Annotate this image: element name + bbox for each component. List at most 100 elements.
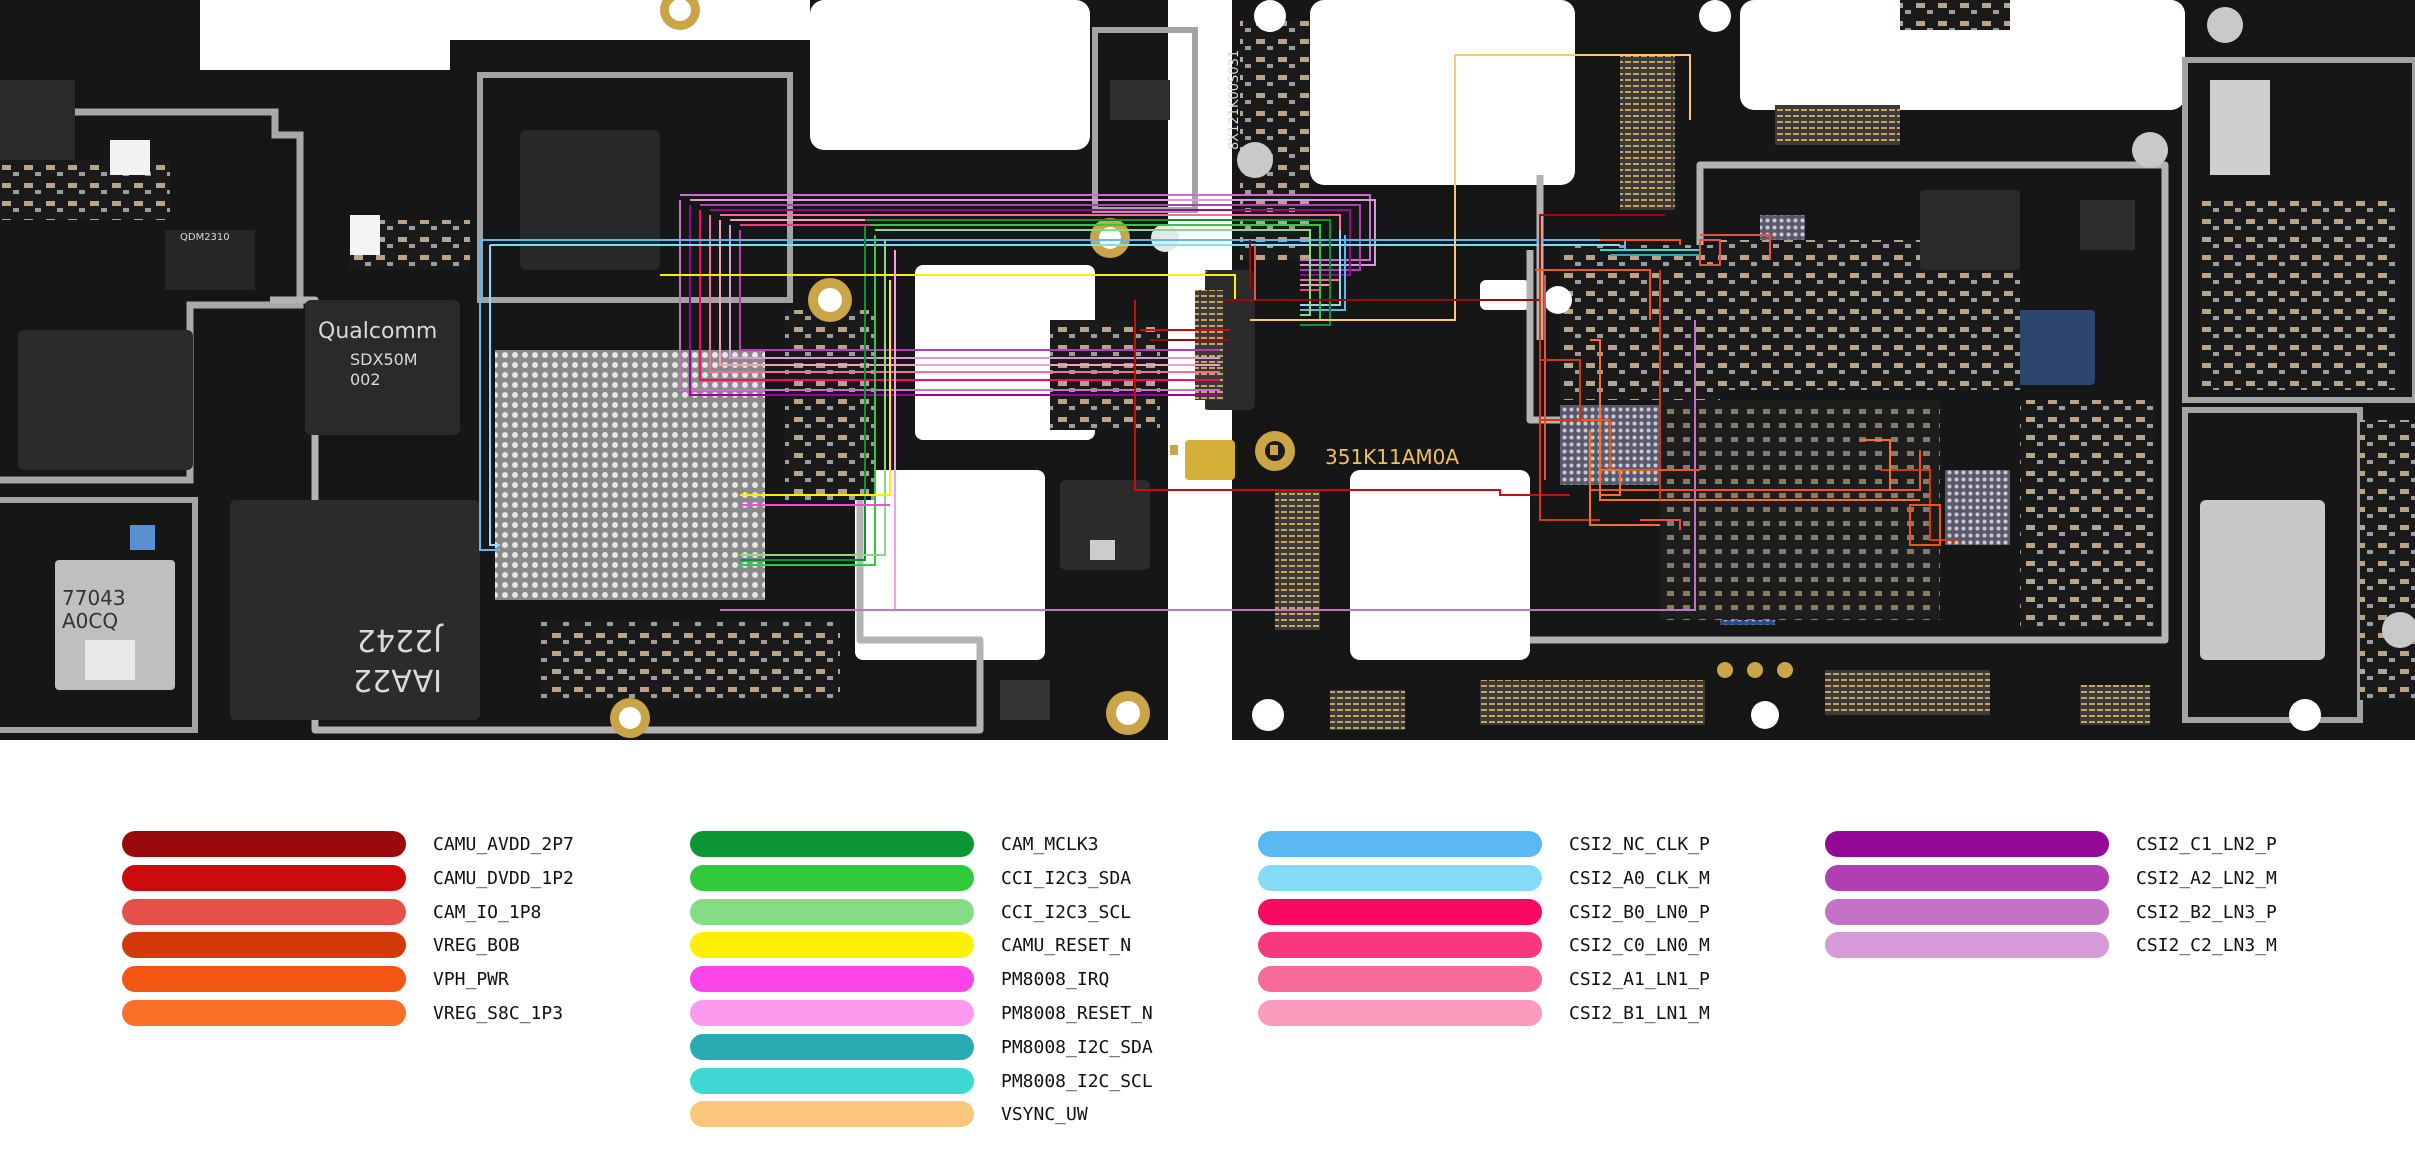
legend-item: CCI_I2C3_SDA: [690, 864, 1250, 892]
legend-item: CSI2_A0_CLK_M: [1258, 864, 1818, 892]
legend-label: CSI2_A0_CLK_M: [1569, 867, 1710, 889]
legend-label: CSI2_B2_LN3_P: [2136, 901, 2277, 923]
legend-item: VREG_S8C_1P3: [122, 999, 682, 1027]
legend-label: PM8008_RESET_N: [1001, 1002, 1153, 1024]
chip-left: [18, 330, 193, 470]
legend-item: CSI2_NC_CLK_P: [1258, 830, 1818, 858]
legend-item: CSI2_A2_LN2_M: [1825, 864, 2385, 892]
legend-swatch: [1825, 932, 2109, 958]
memory-chip: [230, 500, 480, 720]
legend-label: CCI_I2C3_SDA: [1001, 867, 1132, 889]
board-silkscreen-label: 351K11AM0A: [1325, 445, 1459, 469]
legend-label: CSI2_A1_LN1_P: [1569, 968, 1710, 990]
pcb-board-photo: Qualcomm SDX50M 002 J2242 IAA22 77043 A0…: [0, 0, 2415, 752]
legend-swatch: [1258, 932, 1542, 958]
legend-swatch: [122, 831, 406, 857]
legend-swatch: [690, 899, 974, 925]
legend-swatch: [1258, 1000, 1542, 1026]
legend-item: VSYNC_UW: [690, 1100, 1250, 1128]
legend-swatch: [1825, 831, 2109, 857]
legend-item: CCI_I2C3_SCL: [690, 898, 1250, 926]
legend-label: CAMU_AVDD_2P7: [433, 833, 574, 855]
legend-label: CSI2_C0_LN0_M: [1569, 934, 1710, 956]
chip-label-pmic: QDM2310: [180, 232, 230, 243]
legend-swatch: [690, 1000, 974, 1026]
rf-shield-module: [2200, 500, 2325, 660]
pmic-chip: [520, 130, 660, 270]
legend-swatch: [690, 932, 974, 958]
legend-label: CAM_IO_1P8: [433, 901, 542, 923]
legend-item: CAM_MCLK3: [690, 830, 1250, 858]
sdx-modem-chip: [305, 300, 460, 435]
connector-top-left: [1620, 55, 1675, 210]
legend-item: CAMU_AVDD_2P7: [122, 830, 682, 858]
legend-swatch: [122, 899, 406, 925]
legend-swatch: [690, 1101, 974, 1127]
legend-item: CSI2_B2_LN3_P: [1825, 898, 2385, 926]
legend-swatch: [1825, 899, 2109, 925]
legend-item: CSI2_B1_LN1_M: [1258, 999, 1818, 1027]
chip-label-memory-model: J2242: [357, 622, 444, 657]
legend-label: VSYNC_UW: [1001, 1103, 1088, 1125]
bga-soc-footprint: [495, 350, 765, 600]
legend-item: CSI2_B0_LN0_P: [1258, 898, 1818, 926]
legend-item: CAM_IO_1P8: [122, 898, 682, 926]
legend-label: VREG_BOB: [433, 934, 520, 956]
legend-swatch: [1258, 865, 1542, 891]
legend-label: CSI2_C2_LN3_M: [2136, 934, 2277, 956]
legend-item: CAMU_DVDD_1P2: [122, 864, 682, 892]
legend-swatch: [690, 865, 974, 891]
signal-traces: [479, 54, 1960, 611]
legend-swatch: [1258, 899, 1542, 925]
chip-label-rf: 77043: [62, 586, 126, 610]
legend-swatch: [122, 932, 406, 958]
legend-label: CAM_MCLK3: [1001, 833, 1099, 855]
connector-top: [1775, 105, 1900, 145]
legend-swatch: [690, 831, 974, 857]
legend-item: VREG_BOB: [122, 931, 682, 959]
legend-label: CCI_I2C3_SCL: [1001, 901, 1132, 923]
legend-item: CSI2_C1_LN2_P: [1825, 830, 2385, 858]
chip-label-memory-sub: IAA22: [353, 662, 442, 697]
legend-label: VPH_PWR: [433, 968, 509, 990]
legend-label: CSI2_C1_LN2_P: [2136, 833, 2277, 855]
legend-label: CSI2_B0_LN0_P: [1569, 901, 1710, 923]
legend-swatch: [1258, 831, 1542, 857]
legend-swatch: [122, 1000, 406, 1026]
right-board: 8X121K00S031: [1205, 0, 2415, 752]
legend-item: CAMU_RESET_N: [690, 931, 1250, 959]
legend-item: PM8008_RESET_N: [690, 999, 1250, 1027]
legend-label: PM8008_IRQ: [1001, 968, 1110, 990]
chip-label-rf-sub: A0CQ: [62, 609, 118, 633]
legend-label: PM8008_I2C_SDA: [1001, 1036, 1153, 1058]
legend-item: PM8008_I2C_SDA: [690, 1033, 1250, 1061]
legend-item: CSI2_C0_LN0_M: [1258, 931, 1818, 959]
legend-label: CSI2_B1_LN1_M: [1569, 1002, 1710, 1024]
legend-label: CAMU_RESET_N: [1001, 934, 1132, 956]
board-code-label: 8X121K00S031: [1227, 50, 1242, 150]
legend-item: CSI2_A1_LN1_P: [1258, 965, 1818, 993]
connector-bottom-mid: [1825, 670, 1990, 715]
legend-item: PM8008_I2C_SCL: [690, 1067, 1250, 1095]
legend-label: CSI2_NC_CLK_P: [1569, 833, 1710, 855]
left-board: Qualcomm SDX50M 002 J2242 IAA22 77043 A0…: [0, 0, 1198, 752]
chip-label-qualcomm: Qualcomm: [318, 319, 437, 344]
pcb-diagram: Qualcomm SDX50M 002 J2242 IAA22 77043 A0…: [0, 0, 2415, 752]
legend-item: VPH_PWR: [122, 965, 682, 993]
legend-item: CSI2_C2_LN3_M: [1825, 931, 2385, 959]
legend-swatch: [1825, 865, 2109, 891]
legend-label: CSI2_A2_LN2_M: [2136, 867, 2277, 889]
legend-swatch: [690, 1034, 974, 1060]
legend-swatch: [690, 966, 974, 992]
chip-label-sdx-model: SDX50M: [350, 350, 418, 369]
legend-label: CAMU_DVDD_1P2: [433, 867, 574, 889]
legend-swatch: [122, 966, 406, 992]
connector-bottom-left: [1480, 680, 1705, 725]
chip-label-sdx-sub: 002: [350, 370, 381, 389]
legend-label: PM8008_I2C_SCL: [1001, 1070, 1153, 1092]
legend-swatch: [1258, 966, 1542, 992]
legend-item: PM8008_IRQ: [690, 965, 1250, 993]
legend-swatch: [690, 1068, 974, 1094]
legend-label: VREG_S8C_1P3: [433, 1002, 564, 1024]
